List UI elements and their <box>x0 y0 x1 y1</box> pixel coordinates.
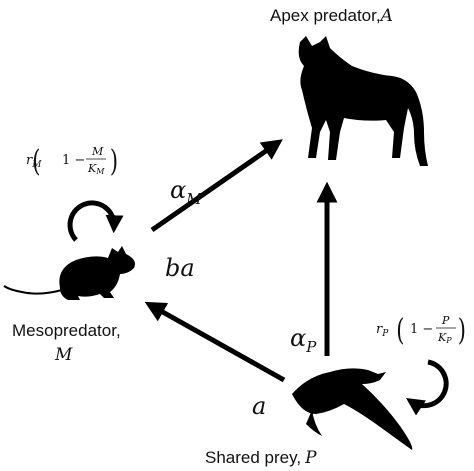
mouse-silhouette-icon <box>3 246 136 300</box>
meso-growth-term: rM ( 1 − M KM ) <box>26 144 118 179</box>
meso-self-loop-icon <box>67 200 124 242</box>
svg-text:1 −: 1 − <box>410 322 433 337</box>
prey-paren-open: ( <box>396 313 404 348</box>
svg-text:1 −: 1 − <box>62 153 85 168</box>
ba-label: ba <box>165 254 195 282</box>
bird-silhouette-icon <box>292 368 413 450</box>
prey-paren-close: ) <box>458 313 466 348</box>
alpha-m-label: αM <box>170 176 202 208</box>
svg-text:P: P <box>441 314 450 327</box>
svg-text:KM: KM <box>87 162 105 176</box>
meso-symbol: M <box>54 345 73 365</box>
prey-to-meso-arrow <box>144 301 286 383</box>
arrows <box>144 139 338 383</box>
a-label: a <box>252 392 266 420</box>
meso-label: Mesopredator, <box>12 321 121 340</box>
prey-label: Shared prey,P <box>205 448 317 468</box>
cat-silhouette-icon <box>298 36 428 166</box>
prey-growth-term: rP ( 1 − P KP ) <box>376 313 466 348</box>
meso-paren-close: ) <box>110 144 118 179</box>
meso-to-apex-arrow <box>150 139 283 233</box>
alpha-p-label: αP <box>290 324 317 356</box>
meso-paren-open: ( <box>32 144 40 179</box>
prey-self-loop-icon <box>405 359 449 416</box>
apex-label: Apex predator,A <box>270 6 393 26</box>
svg-text:rP: rP <box>376 322 389 339</box>
svg-text:KP: KP <box>437 331 452 345</box>
svg-text:M: M <box>91 145 104 158</box>
svg-text:rM: rM <box>26 153 42 170</box>
